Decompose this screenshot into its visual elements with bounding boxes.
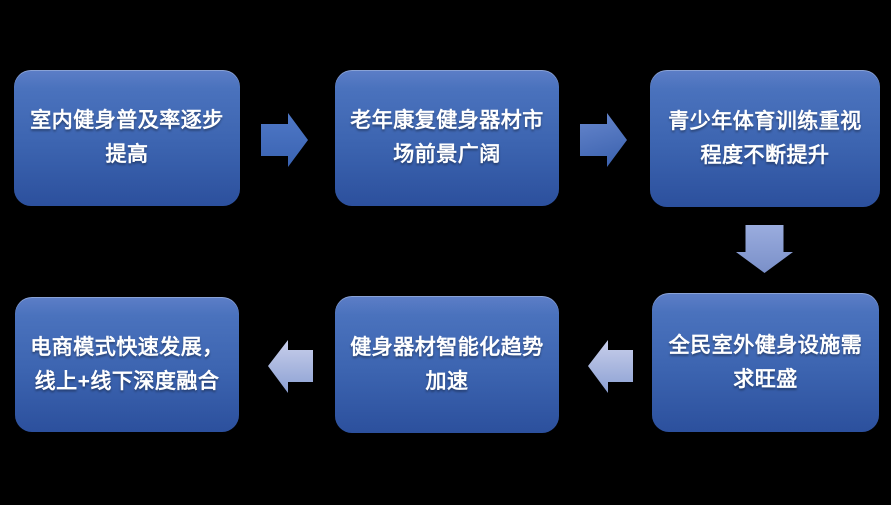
flow-box-text-line: 程度不断提升 <box>700 143 830 167</box>
left-arrow-icon <box>268 340 313 393</box>
flow-box-text-line: 老年康复健身器材市 <box>350 109 544 132</box>
right-arrow-icon <box>261 113 308 167</box>
right-arrow-icon <box>580 113 627 167</box>
flow-box-text-line: 室内健身普及率逐步 <box>30 109 224 132</box>
flow-box-outdoor-fitness-facilities: 全民室外健身设施需 求旺盛 <box>652 293 879 432</box>
flow-box-text-line: 健身器材智能化趋势 <box>350 335 544 359</box>
down-arrow-icon <box>736 225 793 273</box>
flow-box-youth-sports-training: 青少年体育训练重视 程度不断提升 <box>650 70 880 207</box>
flow-box-text-line: 加速 <box>425 369 469 393</box>
flow-box-text-line: 求旺盛 <box>733 367 798 391</box>
flow-box-ecommerce-integration: 电商模式快速发展， 线上+线下深度融合 <box>15 297 239 432</box>
flow-box-elderly-rehab-equipment: 老年康复健身器材市 场前景广阔 <box>335 70 559 206</box>
flow-box-text-line: 青少年体育训练重视 <box>668 109 862 133</box>
flow-box-text-line: 全民室外健身设施需 <box>668 333 863 357</box>
flow-box-text-line: 线上+线下深度融合 <box>34 369 220 393</box>
left-arrow-icon <box>588 340 633 393</box>
flow-box-text-line: 电商模式快速发展， <box>30 335 224 359</box>
flow-box-text-line: 提高 <box>105 143 149 166</box>
flow-box-text-line: 场前景广阔 <box>393 143 501 166</box>
flow-box-smart-equipment-trend: 健身器材智能化趋势 加速 <box>335 296 559 433</box>
flow-box-indoor-fitness: 室内健身普及率逐步 提高 <box>14 70 240 206</box>
